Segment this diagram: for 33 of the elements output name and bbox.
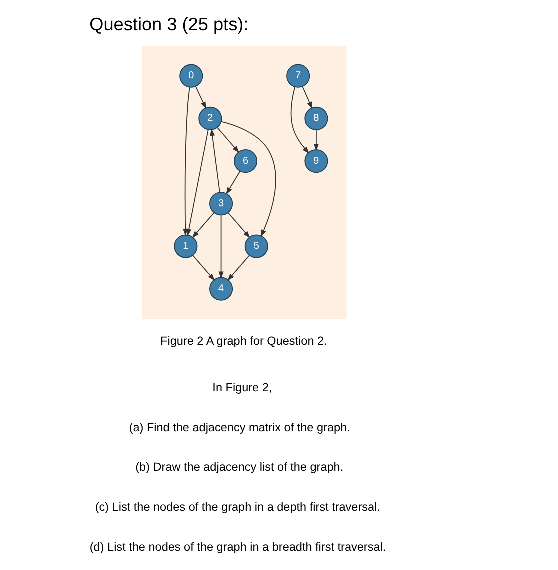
arrow (186, 129, 208, 236)
label: (a) Find the adjacency matrix of the graph. (128, 421, 350, 434)
arrow (313, 130, 318, 152)
node-circle: 3 (209, 192, 233, 216)
cluster (141, 46, 346, 319)
label: (c) List the nodes of the graph in a depth first traversal. (94, 501, 380, 514)
node-circle: 1 (174, 234, 198, 258)
label: In Figure 2, (212, 381, 272, 394)
label: (d) List the nodes of the graph in a breadth first traversal. (89, 540, 386, 554)
node-circle: 7 (286, 64, 310, 88)
diagram-title: Question 3 (25 pts): (89, 14, 248, 34)
arrow (195, 86, 206, 110)
arrow (290, 86, 310, 154)
arrow (226, 170, 240, 195)
arrow (216, 127, 240, 154)
arrow (182, 86, 190, 236)
arrow (192, 212, 214, 238)
arrow (192, 255, 215, 281)
arrow (218, 214, 224, 280)
node-circle: 9 (304, 150, 328, 174)
node-circle: 5 (244, 234, 268, 258)
arrow (302, 86, 312, 110)
arrow (210, 128, 220, 193)
node-circle: 0 (179, 64, 203, 88)
arrow (227, 255, 250, 281)
arrow (220, 121, 276, 238)
node-circle: 4 (209, 277, 233, 301)
node-circle: 8 (304, 106, 328, 130)
caption: Figure 2 A graph for Question 2. (160, 335, 327, 348)
node-circle: 2 (198, 106, 222, 130)
label: (b) Draw the adjacency list of the graph. (135, 461, 344, 474)
arrow (228, 212, 250, 238)
node-circle: 6 (233, 150, 258, 174)
